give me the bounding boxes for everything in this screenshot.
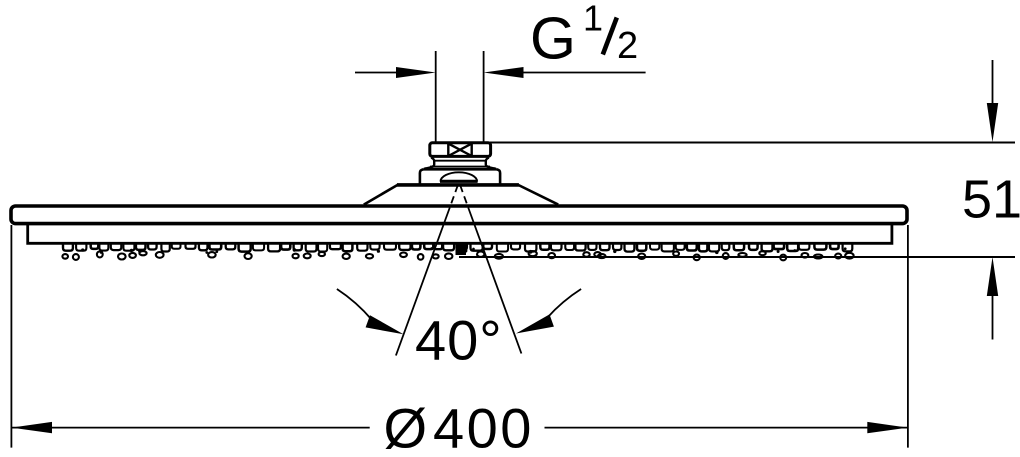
svg-text:Ø: Ø — [384, 397, 428, 457]
svg-text:400: 400 — [433, 396, 534, 457]
svg-text:2: 2 — [617, 25, 638, 67]
svg-text:40°: 40° — [415, 309, 503, 372]
svg-text:1: 1 — [583, 0, 603, 39]
svg-text:51: 51 — [962, 170, 1020, 230]
svg-text:G: G — [530, 6, 576, 72]
